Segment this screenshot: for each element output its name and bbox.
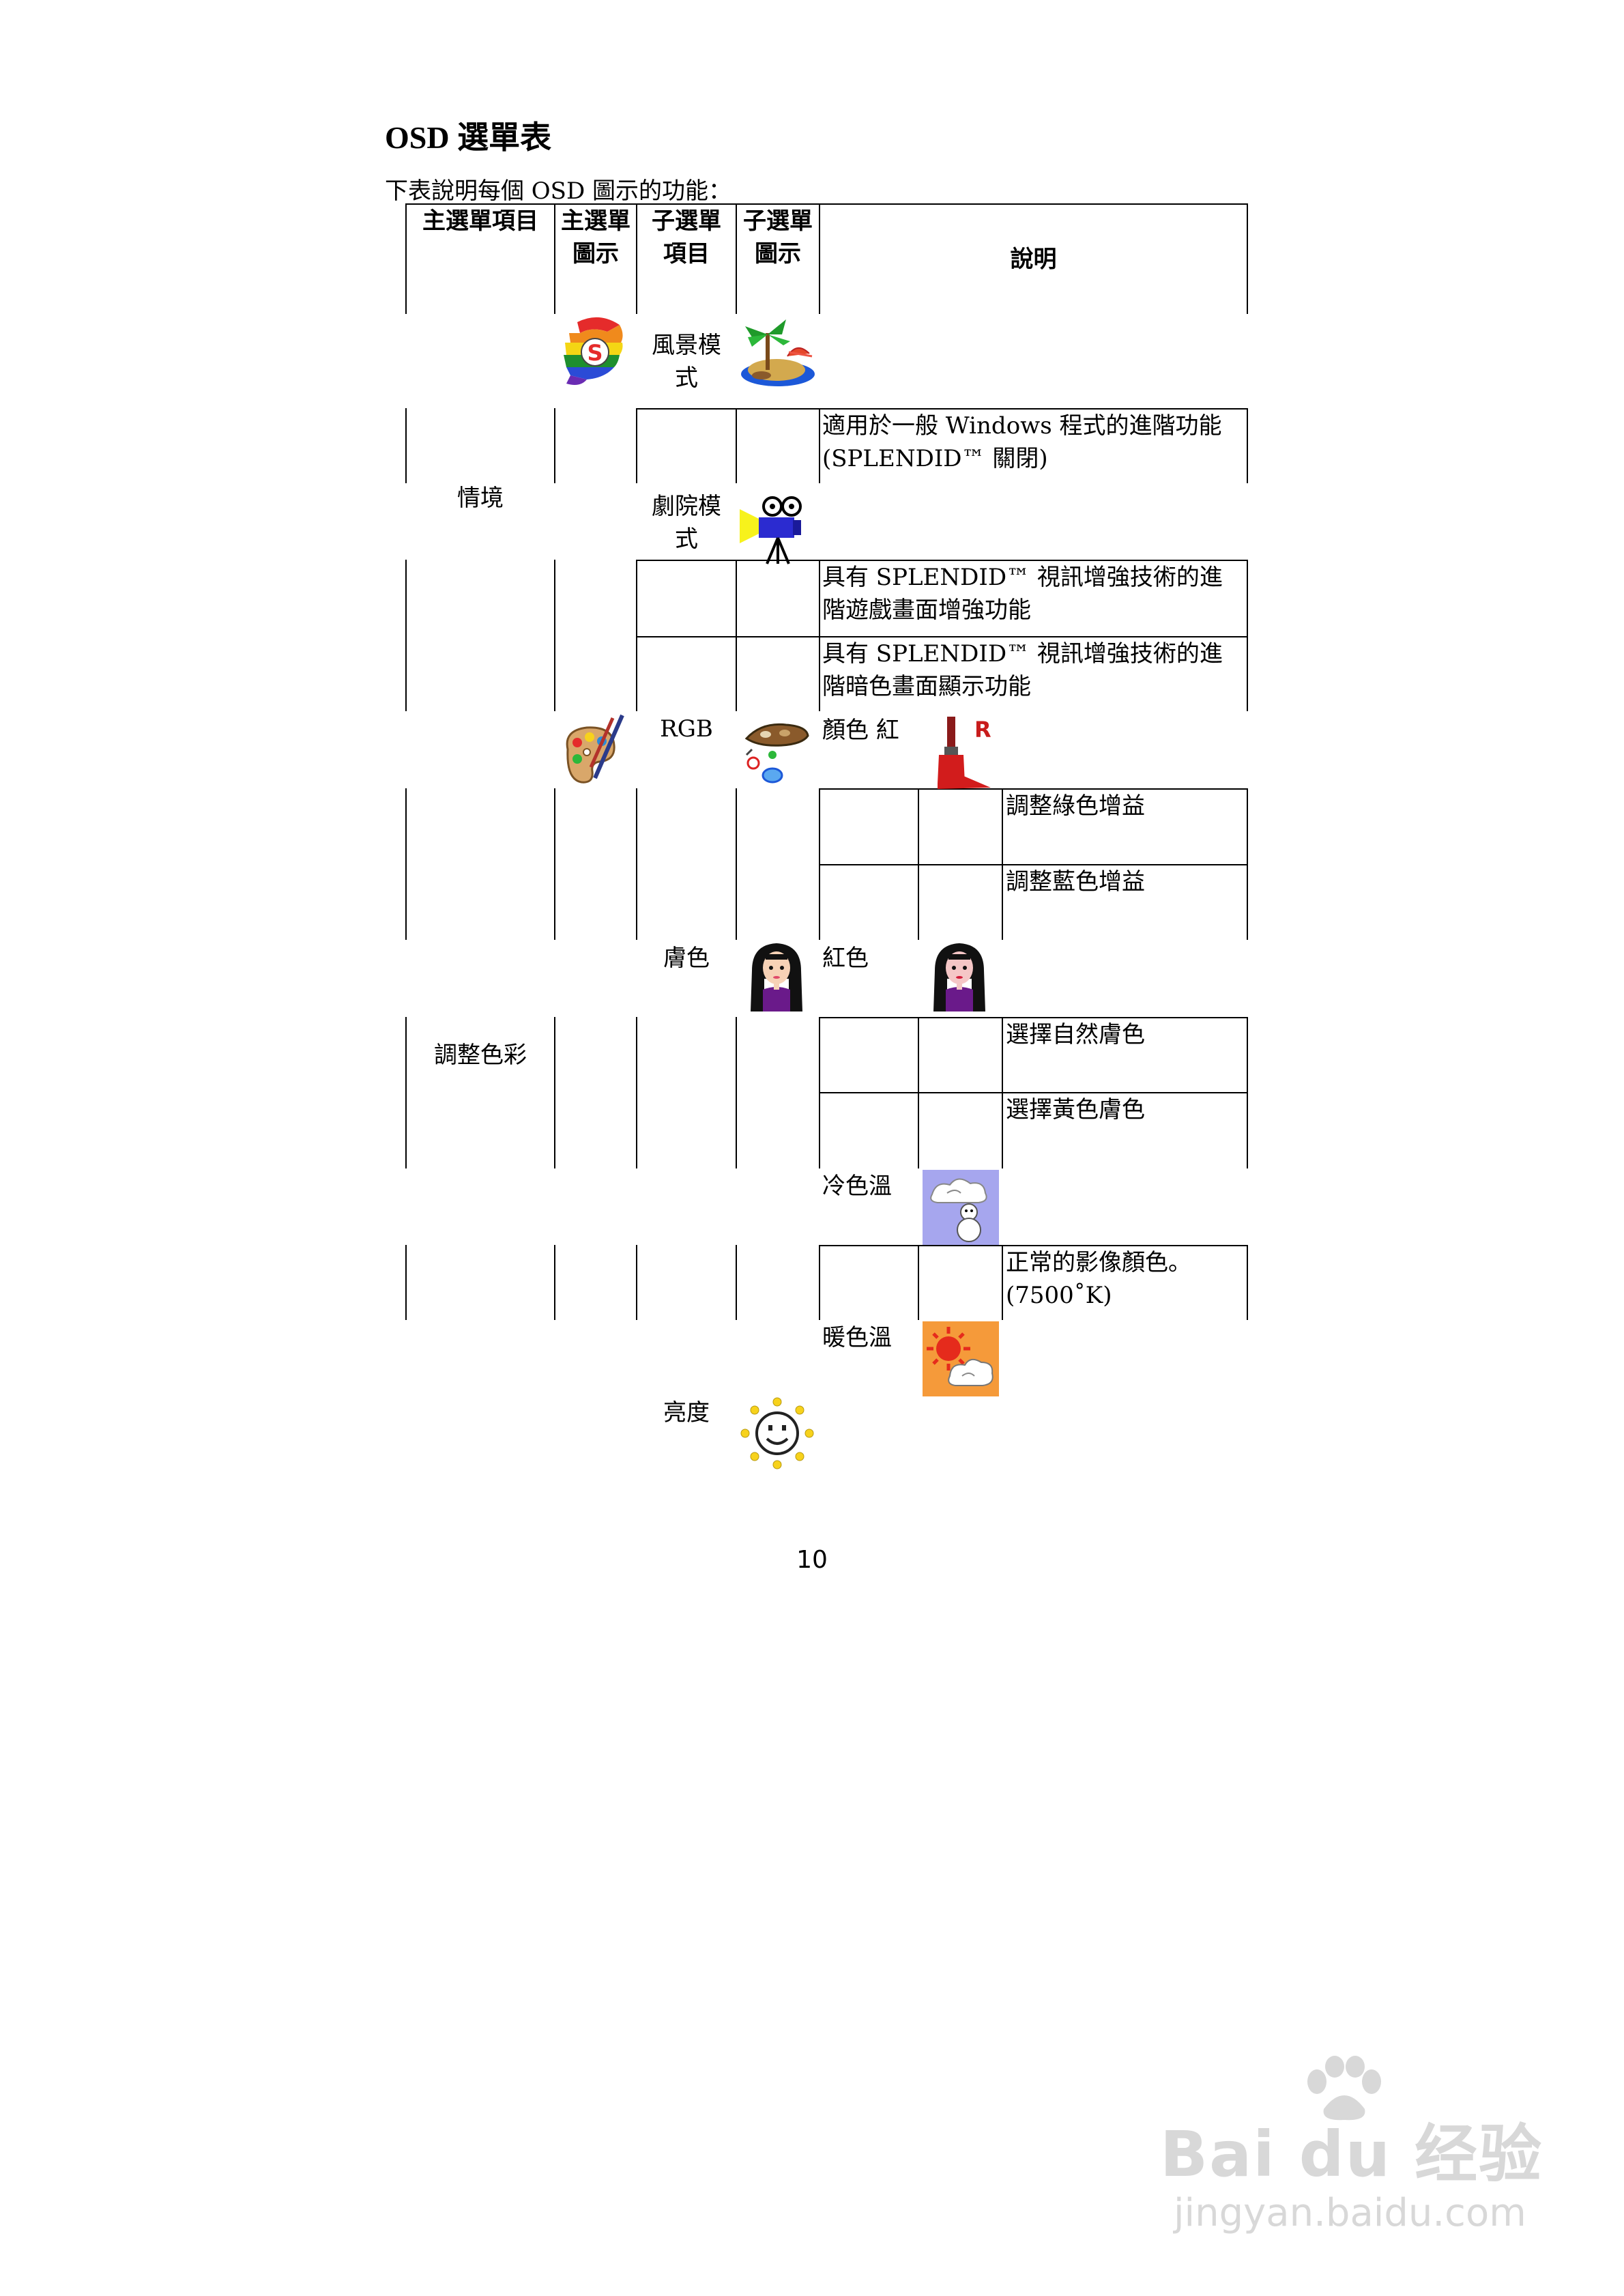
landscape-label-1: 風景模 <box>652 332 721 359</box>
header-sub-item-1: 子選單 <box>652 207 721 235</box>
red-girl-icon <box>933 943 985 1011</box>
intro-text: 下表說明每個 OSD 圖示的功能： <box>385 177 732 205</box>
normal-desc-2: (7500˚K) <box>1006 1282 1112 1309</box>
baidu-paw-icon <box>1307 2056 1381 2121</box>
rgb-label: RGB <box>660 715 713 743</box>
color-red-label: 顏色 紅 <box>822 717 899 744</box>
landscape-island-icon <box>741 319 815 386</box>
movie-camera-icon <box>740 496 802 564</box>
theater-label-1: 劇院模 <box>652 493 721 520</box>
header-sub-icon-1: 子選單 <box>743 207 813 235</box>
header-description: 說明 <box>1010 246 1057 273</box>
page-number: 10 <box>796 1546 828 1574</box>
header-main-icon-2: 圖示 <box>572 240 619 268</box>
standard-desc-1: 適用於一般 Windows 程式的進階功能 <box>822 412 1222 440</box>
svg-text:R: R <box>974 717 991 743</box>
palette-icon <box>566 714 624 784</box>
skin-label: 膚色 <box>663 945 710 972</box>
svg-text:S: S <box>587 340 603 366</box>
header-sub-icon-2: 圖示 <box>755 240 801 268</box>
landscape-label-2: 式 <box>675 364 698 392</box>
yellow-skin-desc: 選擇黃色膚色 <box>1006 1096 1145 1123</box>
warm-sun-cloud-icon <box>923 1321 999 1396</box>
header-main-icon-1: 主選單 <box>561 207 630 235</box>
color-main-label: 調整色彩 <box>434 1042 527 1069</box>
rgb-paint-icon <box>744 723 809 784</box>
cool-snowman-icon <box>923 1170 999 1245</box>
green-gain-desc: 調整綠色增益 <box>1006 792 1145 820</box>
night-desc-2: 階暗色畫面顯示功能 <box>822 673 1031 700</box>
theater-label-2: 式 <box>675 526 698 553</box>
brightness-label: 亮度 <box>663 1399 710 1426</box>
splendid-icon: S <box>564 317 623 385</box>
skin-girl-icon <box>751 943 802 1011</box>
blue-gain-desc: 調整藍色增益 <box>1006 868 1145 895</box>
game-desc-2: 階遊戲畫面增強功能 <box>822 597 1031 624</box>
scene-main-label: 情境 <box>457 485 504 512</box>
header-main-item: 主選單項目 <box>422 207 538 235</box>
night-desc-1: 具有 SPLENDID™ 視訊增強技術的進 <box>822 640 1223 668</box>
red-paintbrush-icon: R <box>938 717 991 789</box>
header-sub-item-2: 項目 <box>663 240 710 268</box>
warm-temp-label: 暖色溫 <box>822 1324 892 1351</box>
watermark-url: jingyan.baidu.com <box>1174 2191 1526 2235</box>
natural-skin-desc: 選擇自然膚色 <box>1006 1021 1145 1048</box>
game-desc-1: 具有 SPLENDID™ 視訊增強技術的進 <box>822 564 1223 591</box>
cool-temp-label: 冷色溫 <box>822 1173 892 1200</box>
brightness-sun-icon <box>740 1397 814 1469</box>
standard-desc-2: (SPLENDID™ 關閉) <box>822 445 1048 472</box>
page-title: OSD 選單表 <box>385 120 552 155</box>
red-color-label: 紅色 <box>822 945 869 972</box>
normal-desc-1: 正常的影像顏色。 <box>1006 1249 1191 1276</box>
watermark-logo: Bai du 经验 <box>1160 2118 1543 2191</box>
